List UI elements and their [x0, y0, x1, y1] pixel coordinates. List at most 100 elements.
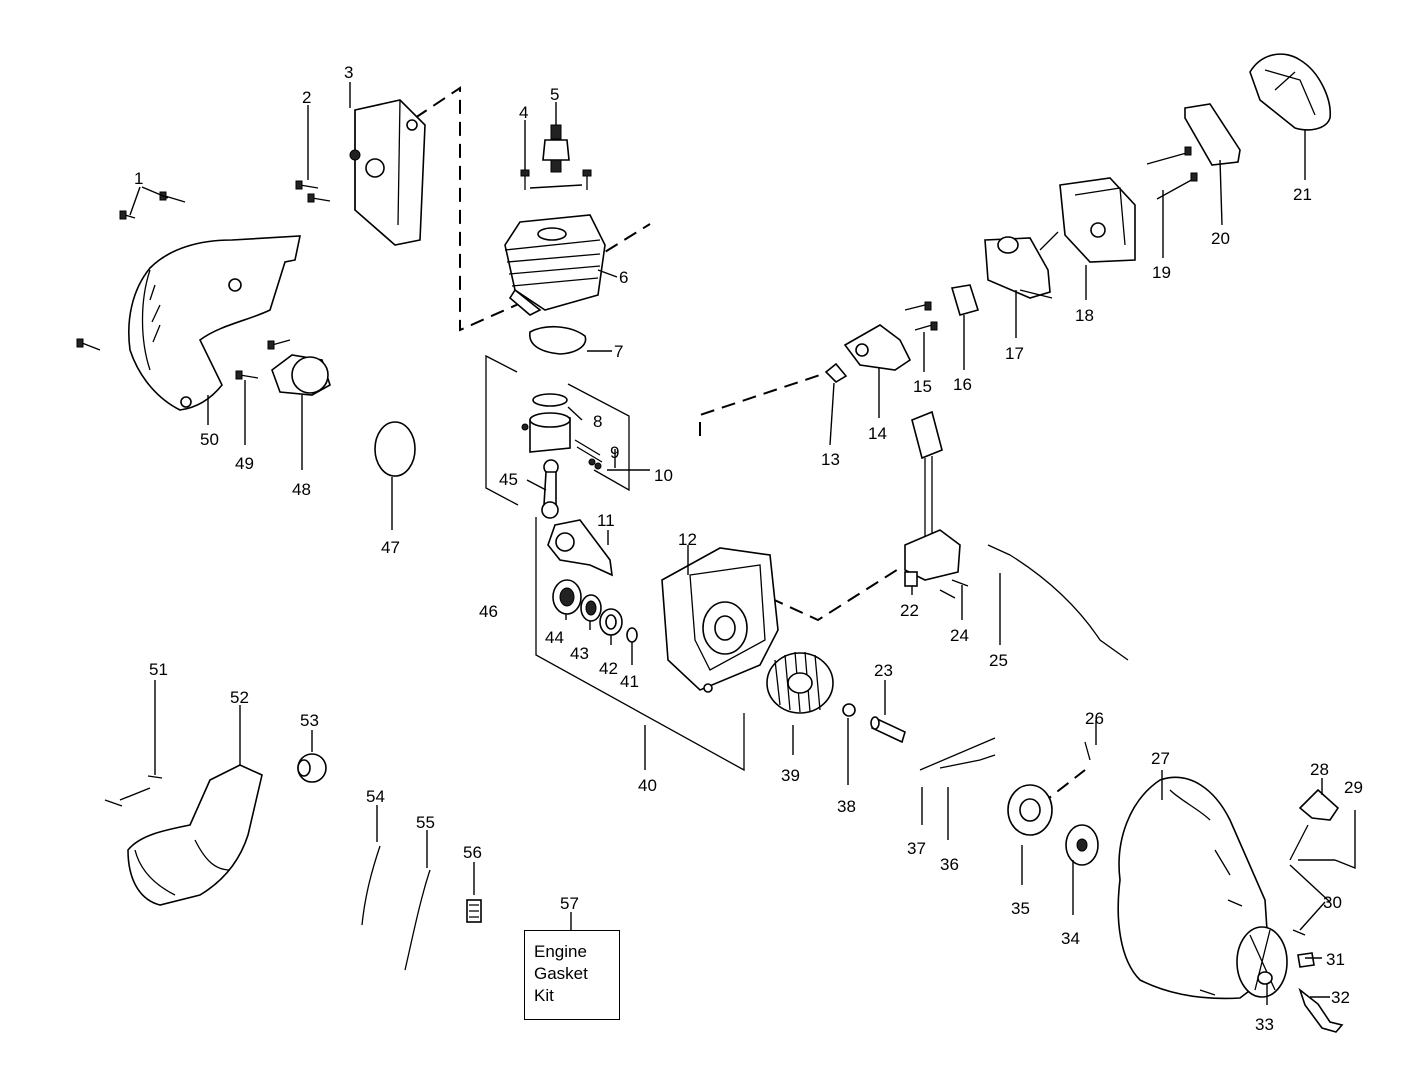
bracket-46 — [485, 354, 519, 506]
callout-labels: 1 2 3 4 5 6 7 8 9 10 11 12 13 14 15 16 1… — [134, 63, 1363, 1034]
assembly-line-intake — [699, 369, 836, 436]
callout-7: 7 — [614, 342, 623, 361]
crankshaft-part — [547, 519, 613, 577]
callout-9: 9 — [610, 443, 619, 462]
callout-54: 54 — [366, 787, 385, 806]
callout-57: 57 — [560, 894, 579, 913]
callout-12: 12 — [678, 530, 697, 549]
callout-32: 32 — [1331, 988, 1350, 1007]
fuel-cap-part — [297, 753, 327, 783]
starter-housing-part — [1117, 776, 1288, 1000]
air-filter-part — [1184, 103, 1241, 166]
callout-3: 3 — [344, 63, 353, 82]
callout-18: 18 — [1075, 306, 1094, 325]
callout-31: 31 — [1326, 950, 1345, 969]
callout-39: 39 — [781, 766, 800, 785]
callout-33: 33 — [1255, 1015, 1274, 1034]
starter-pulley-part — [1007, 784, 1053, 836]
callout-41: 41 — [620, 672, 639, 691]
callout-38: 38 — [837, 797, 856, 816]
callout-21: 21 — [1293, 185, 1312, 204]
callout-30: 30 — [1323, 893, 1342, 912]
starter-screw-part — [1084, 741, 1091, 761]
starter-handle-part — [1289, 788, 1340, 861]
callout-42: 42 — [599, 659, 618, 678]
callout-5: 5 — [550, 85, 559, 104]
bracket-40 — [535, 517, 745, 772]
callout-43: 43 — [570, 644, 589, 663]
callout-40: 40 — [638, 776, 657, 795]
callout-48: 48 — [292, 480, 311, 499]
callout-22: 22 — [900, 601, 919, 620]
callout-14: 14 — [868, 424, 887, 443]
callout-46: 46 — [479, 602, 498, 621]
callout-52: 52 — [230, 688, 249, 707]
callout-36: 36 — [940, 855, 959, 874]
kit-label-line-2: Gasket — [534, 964, 588, 983]
callout-4: 4 — [519, 103, 528, 122]
coil-screws-part — [939, 579, 969, 599]
flywheel-part — [766, 651, 834, 714]
bracket-10 — [567, 383, 630, 492]
carburetor-gasket-part — [950, 284, 980, 316]
connecting-rod-part — [541, 459, 559, 519]
intake-manifold-part — [843, 324, 912, 371]
engine-gasket-kit-box: Engine Gasket Kit — [524, 930, 620, 1020]
callout-37: 37 — [907, 839, 926, 858]
callout-51: 51 — [149, 660, 168, 679]
callout-20: 20 — [1211, 229, 1230, 248]
screws-group — [76, 146, 1198, 380]
assembly-line-ignition — [769, 567, 901, 622]
cylinder-part — [504, 214, 606, 316]
cylinder-gasket-part — [529, 326, 587, 355]
callout-11: 11 — [597, 511, 615, 530]
callout-28: 28 — [1310, 760, 1329, 779]
engine-cover-part — [128, 235, 301, 411]
starter-pawl-part — [919, 737, 996, 771]
callout-2: 2 — [302, 88, 311, 107]
callout-16: 16 — [953, 375, 972, 394]
ignition-wire-part — [987, 544, 1129, 661]
callout-24: 24 — [950, 626, 969, 645]
ignition-coil-part — [904, 410, 961, 587]
o-ring-part — [374, 421, 416, 477]
callout-23: 23 — [874, 661, 893, 680]
callout-27: 27 — [1151, 749, 1170, 768]
callout-34: 34 — [1061, 929, 1080, 948]
callout-6: 6 — [619, 268, 628, 287]
kit-label-line-3: Kit — [534, 986, 554, 1005]
fuel-line-54 — [361, 845, 381, 926]
fuel-line-55 — [404, 869, 431, 971]
callout-47: 47 — [381, 538, 400, 557]
callout-13: 13 — [821, 450, 840, 469]
callout-19: 19 — [1152, 263, 1171, 282]
assembly-line-muffler — [414, 86, 651, 332]
callout-49: 49 — [235, 454, 254, 473]
muffler-part — [349, 99, 426, 246]
callout-45: 45 — [499, 470, 518, 489]
carburetor-part — [984, 231, 1059, 299]
spark-plug-part — [542, 124, 570, 173]
fuel-filter-part — [466, 899, 482, 923]
callout-50: 50 — [200, 430, 219, 449]
callout-44: 44 — [545, 628, 564, 647]
fuel-tank-part — [127, 764, 263, 906]
leader-lines — [119, 82, 1356, 1005]
callout-17: 17 — [1005, 344, 1024, 363]
air-filter-cover-part — [1249, 53, 1331, 131]
clip-part — [1297, 952, 1315, 968]
callout-53: 53 — [300, 711, 319, 730]
housing-screws-part — [1199, 899, 1306, 996]
intake-gasket-part — [824, 362, 848, 384]
callout-35: 35 — [1011, 899, 1030, 918]
callout-25: 25 — [989, 651, 1008, 670]
callout-10: 10 — [654, 466, 673, 485]
callout-8: 8 — [593, 412, 602, 431]
kit-label-line-1: Engine — [534, 942, 587, 961]
washer-part — [842, 703, 856, 717]
starter-nut-part — [1257, 971, 1273, 985]
callout-56: 56 — [463, 843, 482, 862]
air-filter-base-part — [1059, 177, 1136, 263]
bearings-seals-part — [552, 579, 638, 643]
